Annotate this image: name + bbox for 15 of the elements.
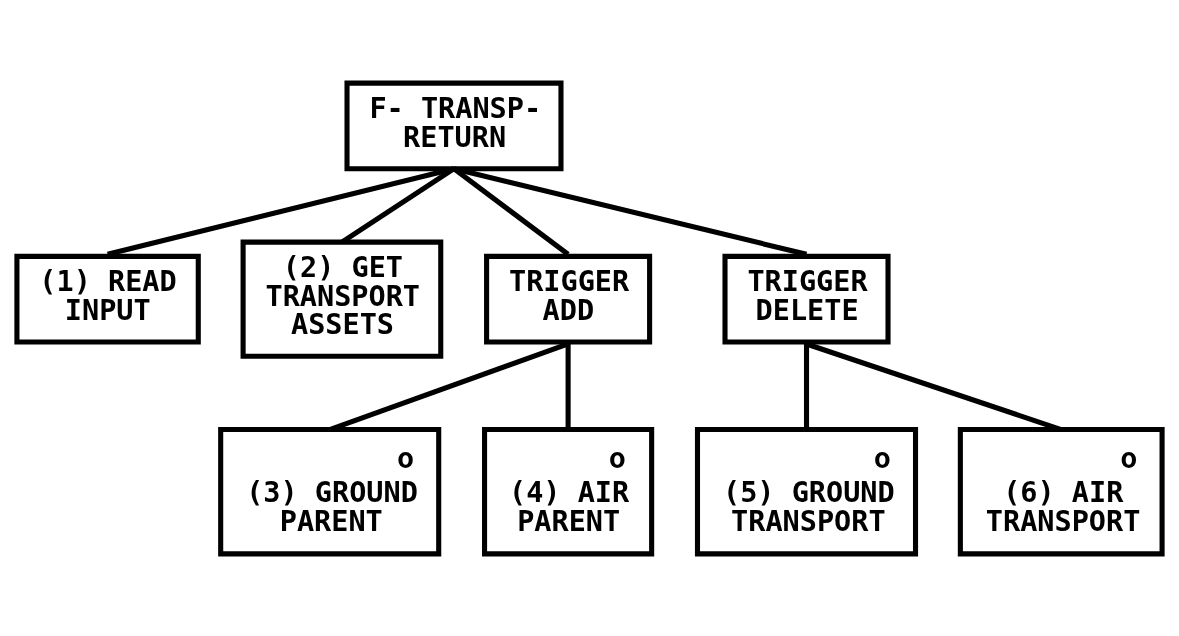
node-box: TRIGGER ADD (484, 253, 653, 344)
node-box: o (6) AIR TRANSPORT (957, 426, 1165, 556)
connector (107, 165, 455, 257)
connector (453, 165, 808, 257)
node-box: TRIGGER DELETE (722, 253, 891, 344)
node-box: (1) READ INPUT (14, 253, 201, 344)
connector (803, 343, 810, 430)
connector (565, 343, 571, 430)
connector (328, 341, 569, 432)
node-box: (2) GET TRANSPORT ASSETS (240, 239, 444, 359)
connector (805, 341, 1063, 432)
node-box: F- TRANSP- RETURN (344, 80, 564, 171)
node-box: o (3) GROUND PARENT (218, 426, 442, 556)
node-box: o (4) AIR PARENT (482, 426, 655, 556)
node-box: o (5) GROUND TRANSPORT (694, 426, 919, 556)
